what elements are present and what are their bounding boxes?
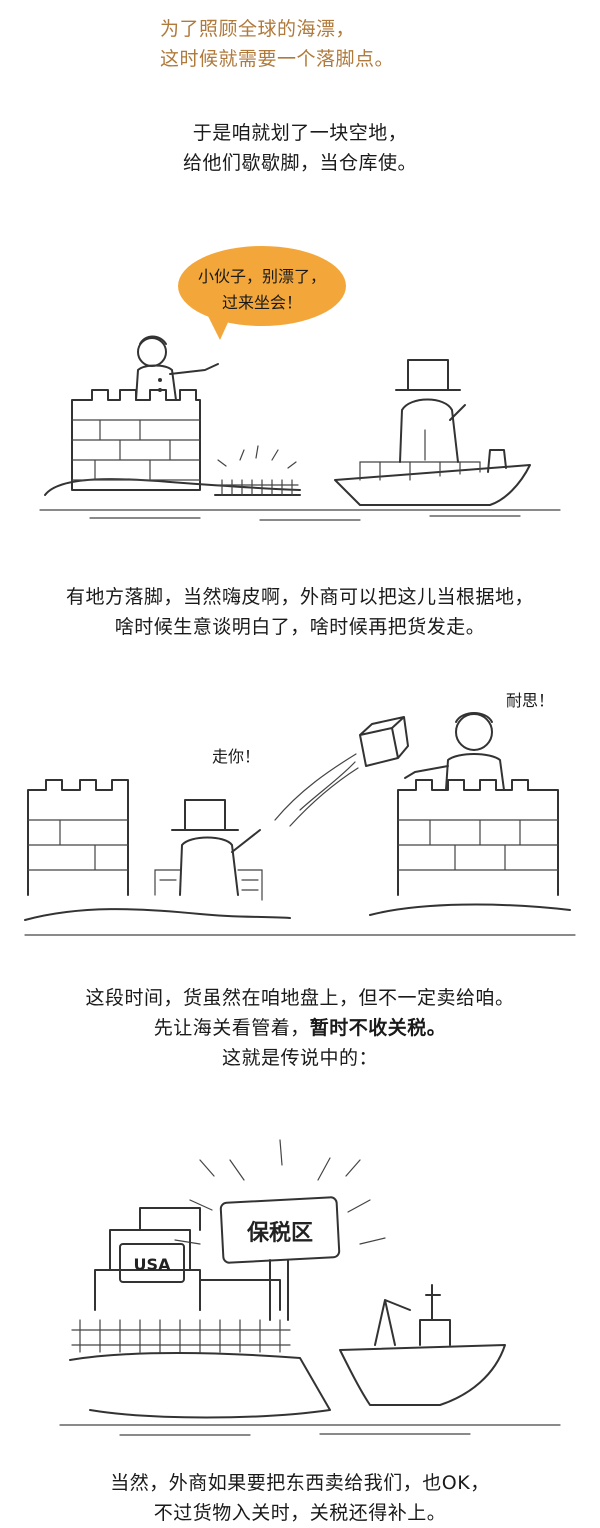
castle-tower <box>71 389 201 491</box>
paragraph-4-line-2: 不过货物入关时，关税还得补上。 <box>153 1502 447 1524</box>
paragraph-3-line-2-bold: 暂时不收关税。 <box>309 1017 447 1039</box>
speech-go: 走你！ <box>212 747 261 766</box>
speech-bubble: 小伙子，别漂了， 过来坐会！ <box>178 246 346 340</box>
cargo-ship <box>334 449 531 506</box>
water-strokes <box>89 515 521 521</box>
comic-panel-2-drawing <box>24 712 576 936</box>
sea-lines-3 <box>59 1424 561 1436</box>
paragraph-4-line-1: 当然，外商如果要把东西卖给我们，也OK， <box>110 1472 490 1494</box>
empty-plot-fence <box>214 445 301 496</box>
paragraph-3-line-2-normal: 先让海关看管着， <box>153 1017 310 1039</box>
land-mass <box>69 1352 331 1419</box>
crate-usa-label: USA <box>134 1255 172 1274</box>
paragraph-2: 有地方落脚，当然嗨皮啊，外商可以把这儿当根据地， 啥时候生意谈明白了，啥时候再把… <box>0 582 600 642</box>
paragraph-1: 于是咱就划了一块空地， 给他们歇歇脚，当仓库使。 <box>0 118 600 178</box>
comic-panel-3-drawing: USA 保税区 <box>59 1139 561 1436</box>
paragraph-4: 当然，外商如果要把东西卖给我们，也OK， 不过货物入关时，关税还得补上。 <box>0 1468 600 1528</box>
radiating-lines <box>174 1139 386 1245</box>
ship-panel-3 <box>339 1284 506 1406</box>
speech-nice: 耐思！ <box>506 691 555 710</box>
right-tower <box>397 779 559 896</box>
paragraph-3: 这段时间，货虽然在咱地盘上，但不一定卖给咱。 先让海关看管着，暂时不收关税。 这… <box>0 983 600 1073</box>
sign-label: 保税区 <box>246 1220 313 1246</box>
paragraph-2-line-2: 啥时候生意谈明白了，啥时候再把货发走。 <box>114 616 486 638</box>
flying-crate <box>274 716 409 827</box>
left-wall <box>27 779 129 896</box>
man-on-tower <box>135 335 219 401</box>
paragraph-3-line-3: 这就是传说中的： <box>221 1047 378 1069</box>
paragraph-3-line-1: 这段时间，货虽然在咱地盘上，但不一定卖给咱。 <box>85 987 515 1009</box>
comic-panel-1-drawing: 小伙子，别漂了， 过来坐会！ <box>39 246 561 521</box>
foreign-merchant <box>395 359 466 463</box>
comic-panel-3: USA 保税区 <box>0 1120 600 1450</box>
paragraph-1-line-1: 于是咱就划了一块空地， <box>192 122 408 144</box>
intro-line-1: 为了照顾全球的海漂， <box>160 18 356 40</box>
intro-text: 为了照顾全球的海漂， 这时候就需要一个落脚点。 <box>160 14 460 74</box>
comic-panel-2: 耐思！ 走你！ <box>0 680 600 950</box>
right-rock <box>369 903 571 916</box>
paragraph-3-line-2: 先让海关看管着，暂时不收关税。 <box>0 1013 600 1043</box>
customs-officer <box>404 712 505 791</box>
intro-line-2: 这时候就需要一个落脚点。 <box>160 48 395 70</box>
bonded-zone-sign: 保税区 <box>219 1196 341 1321</box>
paragraph-2-line-1: 有地方落脚，当然嗨皮啊，外商可以把这儿当根据地， <box>65 586 534 608</box>
fence <box>71 1319 291 1353</box>
left-rock <box>24 908 291 921</box>
comic-panel-1: 小伙子，别漂了， 过来坐会！ <box>0 240 600 530</box>
bubble-line-1: 小伙子，别漂了， <box>198 267 326 286</box>
bubble-line-2: 过来坐会！ <box>222 293 302 312</box>
merchant-with-goods <box>154 799 263 901</box>
crate-stack: USA <box>94 1207 281 1311</box>
paragraph-1-line-2: 给他们歇歇脚，当仓库使。 <box>182 152 417 174</box>
rock-outline <box>44 478 301 496</box>
